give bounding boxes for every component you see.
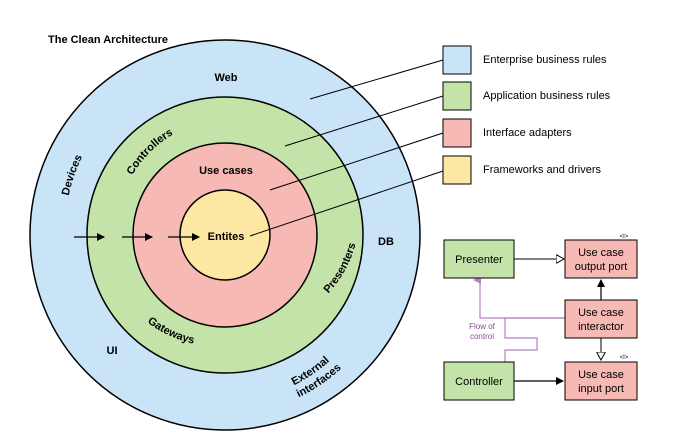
interactor-box xyxy=(564,299,638,339)
connector-enterprise xyxy=(309,59,444,100)
interactor-label-line2: interactor xyxy=(578,321,624,333)
output-port-box xyxy=(564,239,638,279)
input-port-interface-marker: <I> xyxy=(620,355,629,361)
input-port-label-line2: input port xyxy=(578,383,624,395)
flow-label-line2: control xyxy=(470,332,494,341)
label-db: DB xyxy=(378,236,394,248)
page-title: The Clean Architecture xyxy=(48,34,168,46)
legend-swatch-adapters xyxy=(442,118,472,148)
legend: Enterprise business rules Application bu… xyxy=(442,45,611,185)
presenter-box xyxy=(443,239,515,279)
flow-path-controller-to-interactor xyxy=(504,317,565,364)
controller-label: Controller xyxy=(455,376,503,388)
legend-swatch-application xyxy=(442,81,472,111)
presenter-label: Presenter xyxy=(455,254,503,266)
connector-adapters xyxy=(269,132,444,191)
connector-application xyxy=(284,95,444,147)
legend-label-adapters: Interface adapters xyxy=(483,127,572,139)
flow-of-control-diagram: Presenter Controller <I> Use case output… xyxy=(443,234,638,401)
legend-label-application: Application business rules xyxy=(483,90,611,102)
output-port-interface-marker: <I> xyxy=(620,234,629,240)
legend-swatch-enterprise xyxy=(442,45,472,75)
interactor-label-line1: Use case xyxy=(578,307,624,319)
label-ui: UI xyxy=(107,345,118,357)
legend-label-frameworks: Frameworks and drivers xyxy=(483,164,601,176)
input-port-label-line1: Use case xyxy=(578,369,624,381)
connector-frameworks xyxy=(249,170,444,237)
legend-label-enterprise: Enterprise business rules xyxy=(483,54,607,66)
flow-label-line1: Flow of xyxy=(469,322,496,331)
output-port-label-line2: output port xyxy=(575,261,628,273)
output-port-label-line1: Use case xyxy=(578,247,624,259)
label-web: Web xyxy=(214,72,237,84)
label-use-cases: Use cases xyxy=(199,165,253,177)
legend-swatch-frameworks xyxy=(442,155,472,185)
input-port-box xyxy=(564,361,638,401)
label-entities: Entites xyxy=(208,231,245,243)
flow-path-interactor-to-presenter xyxy=(473,276,565,319)
ring-entities xyxy=(179,189,271,281)
